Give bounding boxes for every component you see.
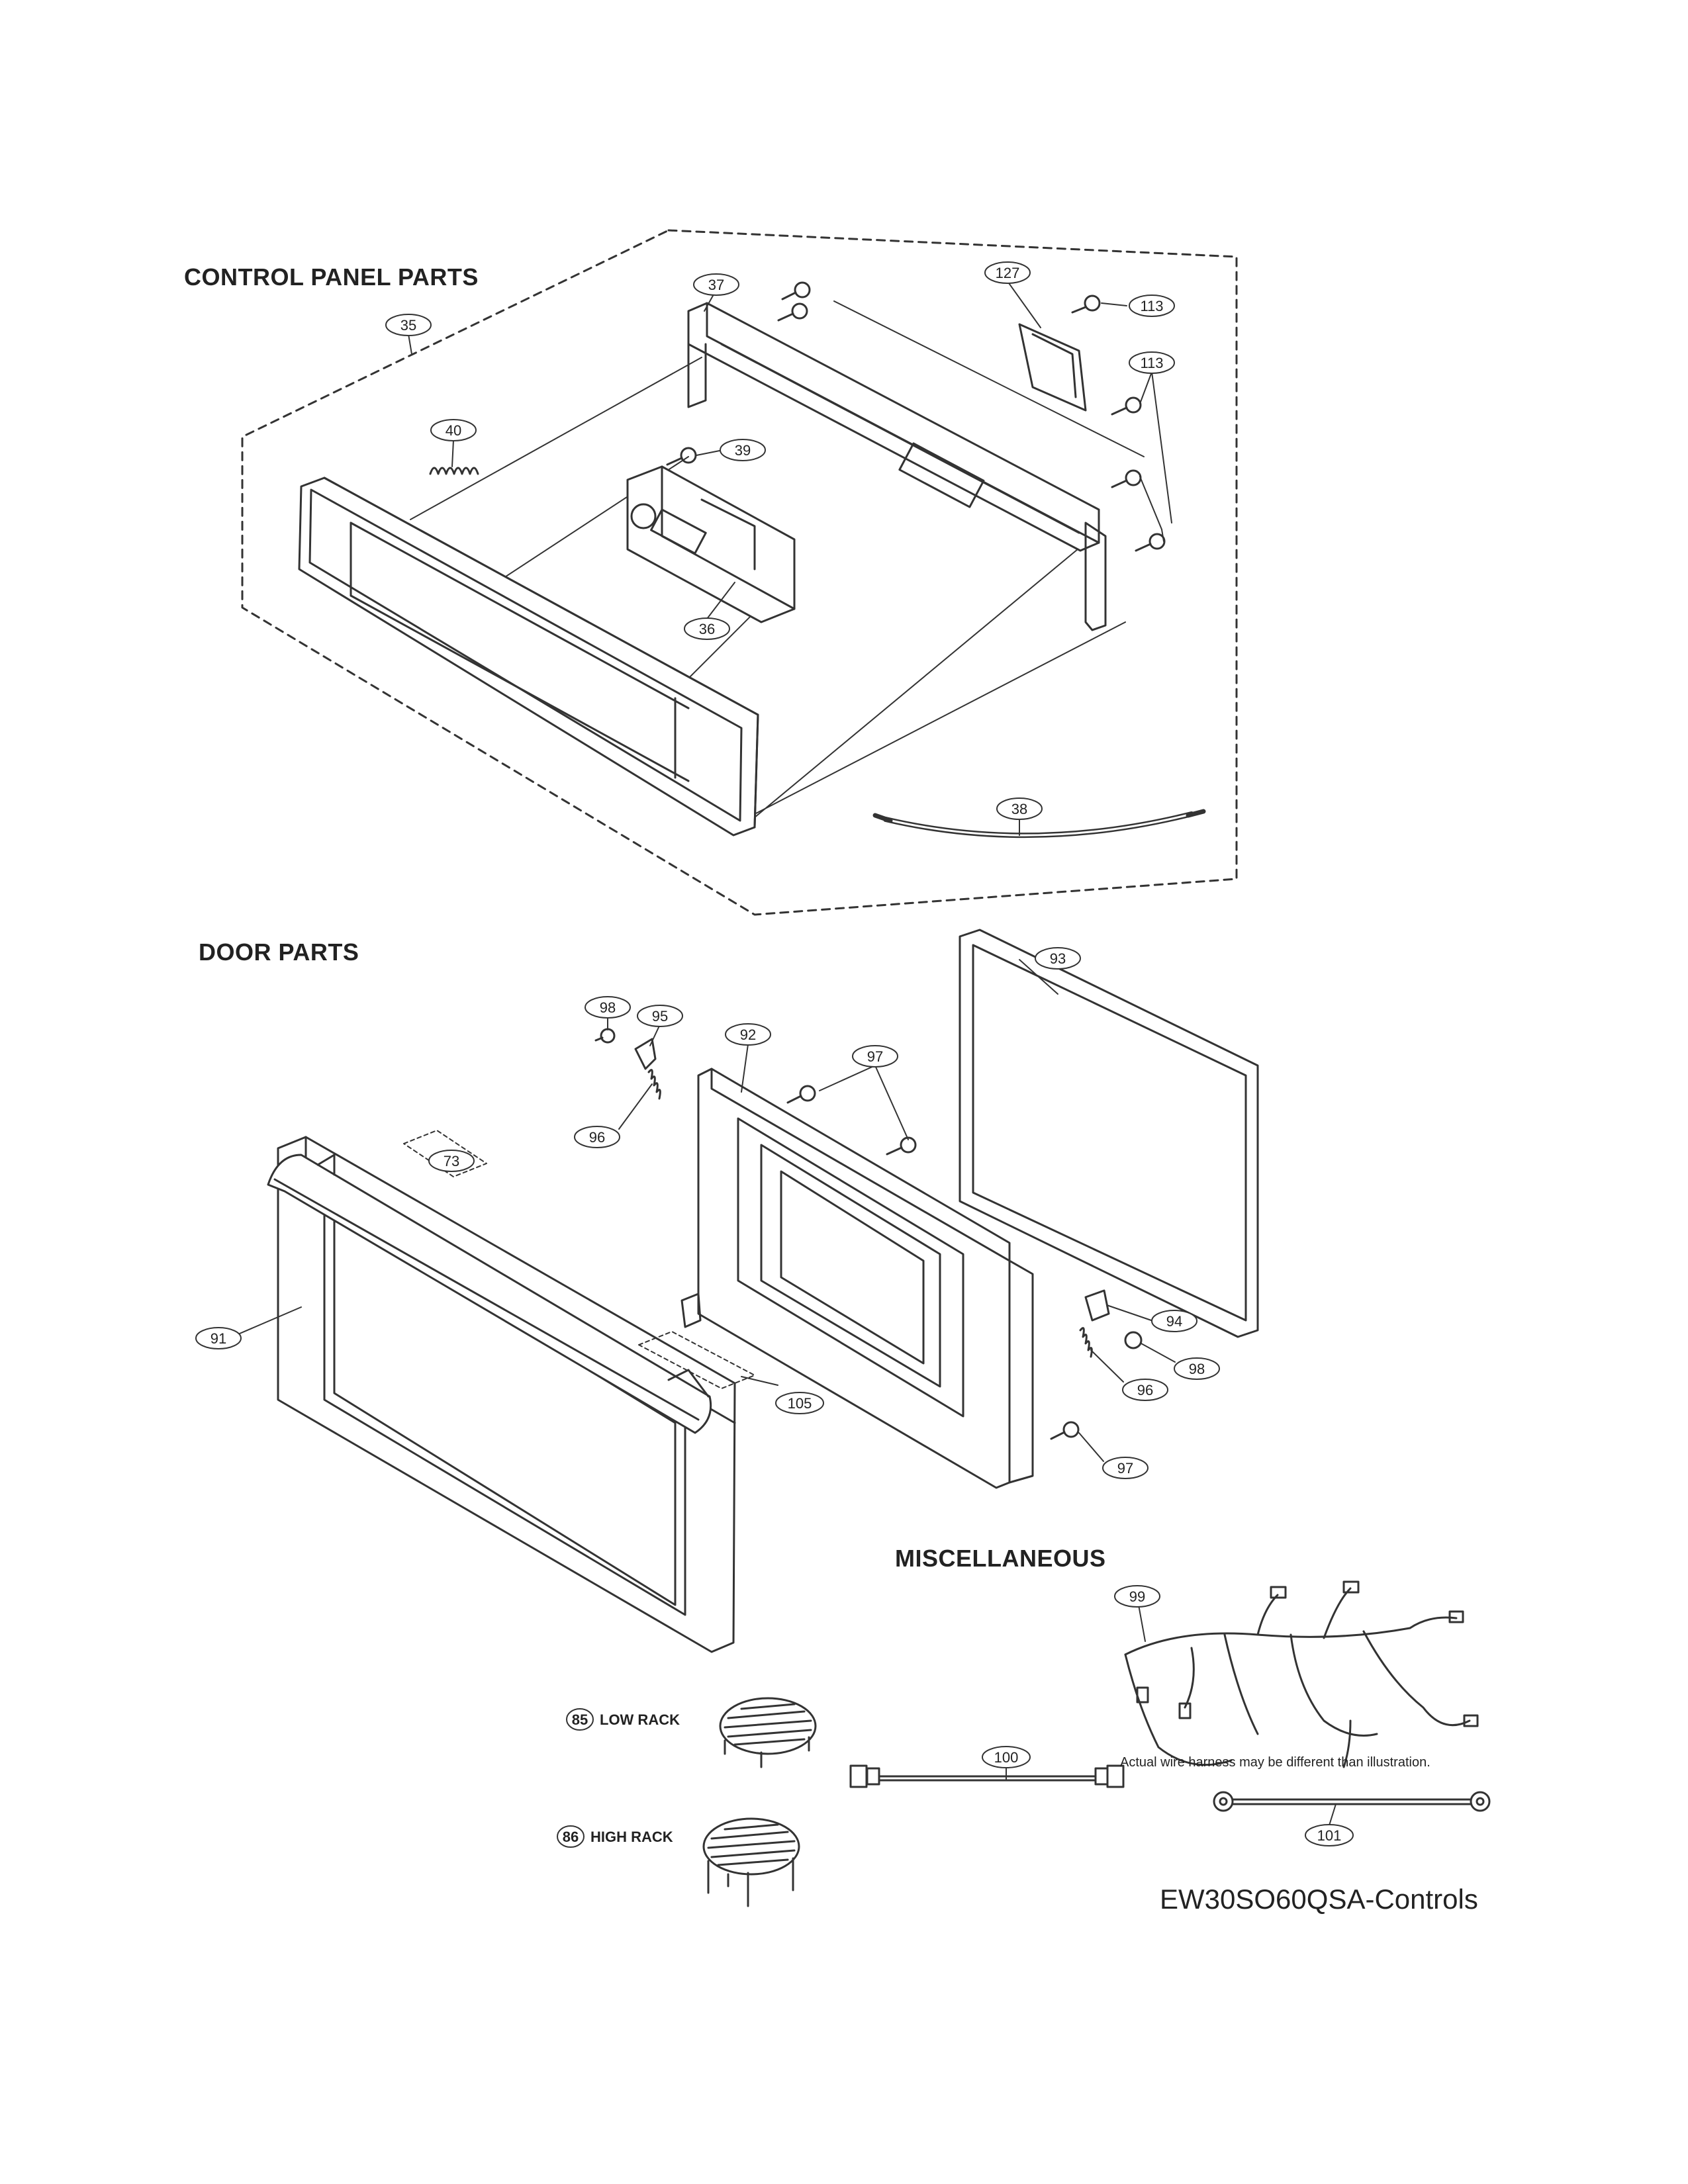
callout-95: 95	[637, 1005, 683, 1027]
callout-35: 35	[385, 314, 432, 336]
svg-text:37: 37	[708, 277, 724, 293]
wire-harness-99	[1124, 1580, 1479, 1768]
svg-text:38: 38	[1011, 801, 1027, 817]
control-board	[1018, 323, 1087, 412]
low-rack-label: LOW RACK	[600, 1711, 680, 1728]
callout-91: 91	[195, 1327, 242, 1349]
misc-leaders	[1006, 1604, 1336, 1826]
callout-98b: 98	[1174, 1357, 1220, 1380]
svg-text:73: 73	[444, 1153, 459, 1169]
control-panel-parts-heading: CONTROL PANEL PARTS	[184, 263, 479, 291]
svg-text:93: 93	[1050, 950, 1066, 967]
door-gasket-frame	[959, 929, 1259, 1338]
callout-38: 38	[996, 797, 1043, 820]
callout-85: 85	[566, 1708, 594, 1731]
control-panel-bracket	[687, 302, 1107, 631]
svg-text:94: 94	[1166, 1313, 1182, 1330]
callout-37: 37	[693, 273, 739, 296]
control-panel-screws	[666, 281, 1166, 552]
svg-text:113: 113	[1140, 298, 1163, 314]
svg-text:98: 98	[600, 999, 616, 1016]
svg-text:113: 113	[1140, 355, 1163, 371]
control-panel-leaders	[408, 281, 1172, 836]
model-number: EW30SO60QSA-Controls	[1160, 1884, 1478, 1915]
control-panel-boundary	[241, 229, 1238, 916]
svg-text:91: 91	[211, 1330, 226, 1347]
callout-39: 39	[720, 439, 766, 461]
callout-86: 86	[557, 1825, 585, 1848]
callout-105: 105	[775, 1392, 824, 1414]
inner-door-panel	[697, 1068, 1034, 1489]
svg-text:95: 95	[652, 1008, 668, 1024]
door-label-105	[638, 1331, 755, 1389]
callout-100: 100	[982, 1746, 1031, 1768]
callout-127: 127	[984, 261, 1031, 284]
harness-note: Actual wire harness may be different tha…	[1120, 1755, 1430, 1770]
callout-98a: 98	[585, 996, 631, 1019]
control-panel-fascia	[298, 477, 759, 837]
low-rack	[719, 1697, 817, 1768]
svg-text:39: 39	[735, 442, 751, 459]
high-rack	[702, 1817, 800, 1907]
callout-97a: 97	[852, 1045, 898, 1068]
high-rack-label: HIGH RACK	[590, 1829, 673, 1845]
callout-96a: 96	[574, 1126, 620, 1148]
svg-text:99: 99	[1129, 1588, 1145, 1605]
svg-text:36: 36	[699, 621, 715, 637]
svg-text:96: 96	[589, 1129, 605, 1146]
callout-93: 93	[1035, 947, 1081, 970]
callout-36: 36	[684, 617, 730, 640]
svg-text:97: 97	[867, 1048, 883, 1065]
callout-73: 73	[428, 1150, 475, 1172]
svg-text:35: 35	[400, 317, 416, 334]
svg-text:40: 40	[445, 422, 461, 439]
outer-door	[267, 1136, 736, 1653]
svg-text:100: 100	[994, 1749, 1019, 1766]
door-hinges-and-fasteners	[594, 1028, 1143, 1440]
svg-text:85: 85	[572, 1711, 588, 1728]
door-label-73	[403, 1130, 487, 1177]
svg-text:127: 127	[996, 265, 1020, 281]
svg-text:101: 101	[1317, 1827, 1342, 1844]
misc-group	[702, 1580, 1491, 1907]
clock-module	[626, 465, 796, 623]
callout-94: 94	[1151, 1310, 1197, 1332]
svg-text:92: 92	[740, 1026, 756, 1043]
callouts: 35 37 127 113 113 40 39 36 38 98 95 92 9…	[195, 261, 1354, 1848]
svg-text:96: 96	[1137, 1382, 1153, 1398]
callout-101: 101	[1305, 1824, 1354, 1846]
callout-96b: 96	[1122, 1379, 1168, 1401]
callout-99: 99	[1114, 1585, 1160, 1608]
callout-113a: 113	[1129, 295, 1175, 317]
svg-text:98: 98	[1189, 1361, 1205, 1377]
callout-113b: 113	[1129, 351, 1175, 374]
callout-97b: 97	[1102, 1457, 1149, 1479]
callout-92: 92	[725, 1023, 771, 1046]
spring-40	[429, 467, 479, 475]
miscellaneous-heading: MISCELLANEOUS	[895, 1545, 1106, 1572]
svg-text:86: 86	[563, 1829, 579, 1845]
door-parts-heading: DOOR PARTS	[199, 938, 359, 966]
cord-100	[849, 1764, 1125, 1788]
svg-text:105: 105	[788, 1395, 812, 1412]
control-panel-group	[241, 229, 1238, 916]
callout-40: 40	[430, 419, 477, 441]
door-group	[234, 929, 1259, 1653]
door-leaders	[234, 959, 1176, 1462]
svg-text:97: 97	[1117, 1460, 1133, 1477]
ribbon-harness	[872, 809, 1206, 839]
ground-wire-101	[1213, 1791, 1491, 1812]
